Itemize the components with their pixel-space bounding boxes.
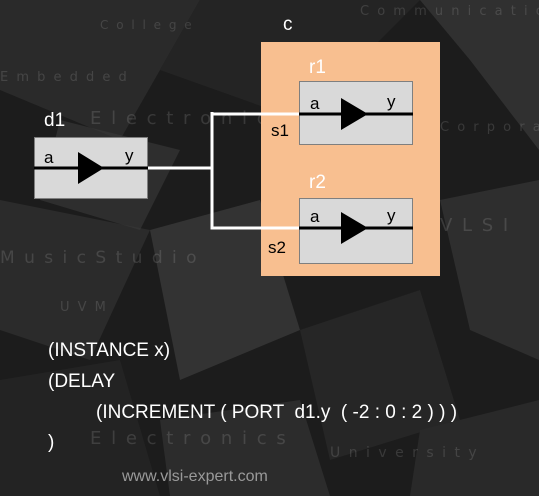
net-s2	[210, 112, 299, 230]
sdf-line-close: )	[48, 432, 55, 453]
sdf-line-increment: (INCREMENT ( PORT d1.y ( -2 : 0 : 2 ) ) …	[96, 402, 458, 423]
sdf-line-delay: (DELAY	[48, 371, 116, 392]
sdf-line-instance: (INSTANCE x)	[48, 340, 171, 361]
driver-label: d1	[44, 110, 66, 131]
buffer-triangle-icon	[341, 98, 368, 130]
watermark-text: M u s i c S t u d i o	[0, 248, 199, 268]
watermark-text: V L S I	[440, 215, 511, 236]
watermark-text: C o r p o r a t e	[440, 120, 539, 135]
receiver-r2-out-pin: y	[387, 206, 396, 225]
watermark-text: U n i v e r s i t y	[330, 445, 479, 461]
container-label: c	[283, 14, 293, 35]
receiver-r1-out-pin: y	[387, 92, 396, 111]
net-s1-label: s1	[271, 121, 289, 140]
driver-out-pin: y	[125, 146, 134, 165]
watermark-text: E l e c t r o n i c s	[90, 428, 288, 449]
site-url: www.vlsi-expert.com	[122, 468, 268, 485]
watermark-text: C o l l e g e	[100, 18, 194, 32]
watermark-text: E m b e d d e d	[0, 70, 129, 85]
watermark-text: U V M	[60, 300, 108, 315]
receiver-r2-in-pin: a	[310, 207, 320, 226]
watermark-text: C o m m u n i c a t i o n	[360, 4, 539, 19]
buffer-triangle-icon	[341, 212, 368, 244]
receiver-r2-label: r2	[309, 172, 326, 193]
buffer-triangle-icon	[78, 152, 104, 184]
net-s2-label: s2	[268, 238, 286, 257]
driver-in-pin: a	[44, 148, 54, 167]
receiver-r1-label: r1	[309, 57, 326, 78]
receiver-r1-in-pin: a	[310, 94, 320, 113]
